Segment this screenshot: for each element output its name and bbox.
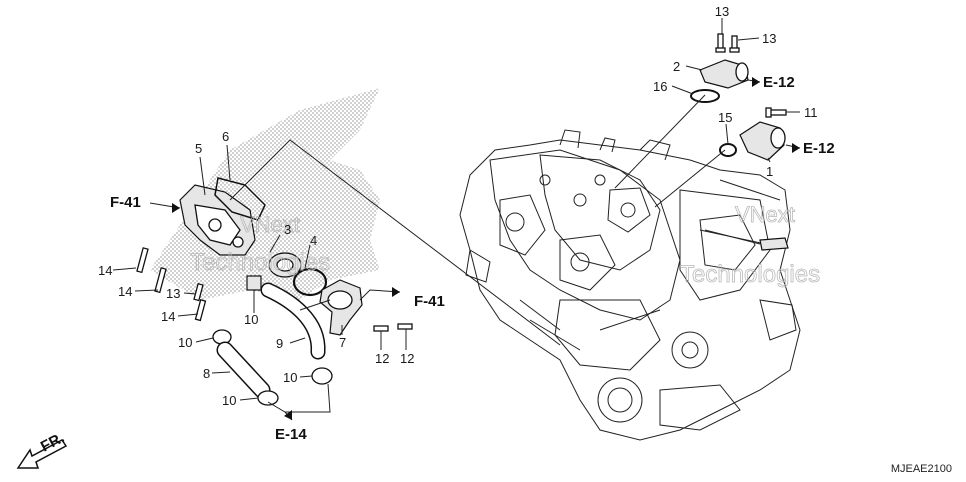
callout-5: 5 bbox=[195, 141, 202, 156]
watermark: VNext Technologies VNext Technologies bbox=[190, 202, 821, 289]
thermostat-cover-7 bbox=[319, 279, 363, 336]
callout-9: 9 bbox=[276, 336, 283, 351]
callout-10: 10 bbox=[244, 312, 258, 327]
callout-2: 2 bbox=[673, 59, 680, 74]
callout-11: 11 bbox=[804, 105, 818, 120]
callout-14: 14 bbox=[98, 263, 112, 278]
bolts-13-top bbox=[715, 33, 740, 53]
ref-e-12: E-12 bbox=[803, 140, 835, 157]
o-ring-4 bbox=[292, 267, 328, 297]
callout-10: 10 bbox=[283, 370, 297, 385]
callout-12: 12 bbox=[400, 351, 414, 366]
water-joint-15 bbox=[739, 121, 786, 161]
callout-12: 12 bbox=[375, 351, 389, 366]
callout-13: 13 bbox=[762, 31, 776, 46]
front-arrow-icon bbox=[16, 439, 68, 469]
callout-4: 4 bbox=[310, 233, 317, 248]
water-pipe-2 bbox=[699, 59, 749, 89]
diagram-code: MJEAE2100 bbox=[891, 463, 952, 475]
callouts: 13 13 2 16 11 15 1 6 5 3 4 14 14 13 14 1… bbox=[98, 4, 818, 408]
callout-3: 3 bbox=[284, 222, 291, 237]
leader-lines bbox=[112, 18, 801, 421]
o-ring-1 bbox=[719, 143, 737, 157]
thermostat-housing-5 bbox=[179, 184, 256, 256]
callout-6: 6 bbox=[222, 129, 229, 144]
callout-7: 7 bbox=[339, 335, 346, 350]
watermark-text: Technologies bbox=[680, 261, 820, 288]
callout-10: 10 bbox=[178, 335, 192, 350]
callout-16: 16 bbox=[653, 79, 667, 94]
callout-14: 14 bbox=[161, 309, 175, 324]
clamps-10-lower bbox=[257, 367, 333, 406]
ref-f-41: F-41 bbox=[110, 194, 141, 211]
thermostat-3 bbox=[268, 252, 302, 278]
stipple-shading bbox=[150, 88, 380, 300]
callout-8: 8 bbox=[203, 366, 210, 381]
ref-f-41: F-41 bbox=[414, 293, 445, 310]
sensor-right bbox=[759, 237, 789, 251]
clamp-10-upper bbox=[212, 275, 262, 345]
bolts-14-13 bbox=[136, 247, 207, 322]
callout-1: 1 bbox=[766, 164, 773, 179]
watermark-text: VNext bbox=[240, 212, 300, 237]
arrows bbox=[16, 77, 800, 469]
callout-10: 10 bbox=[222, 393, 236, 408]
callout-14: 14 bbox=[118, 284, 132, 299]
hose-9 bbox=[260, 282, 326, 360]
watermark-text: Technologies bbox=[190, 249, 330, 276]
hose-8 bbox=[216, 341, 271, 399]
ref-e-14: E-14 bbox=[275, 426, 307, 443]
callout-13: 13 bbox=[715, 4, 729, 19]
bolt-11 bbox=[765, 107, 787, 118]
o-ring-16 bbox=[690, 89, 720, 103]
ref-e-12: E-12 bbox=[763, 74, 795, 91]
callout-15: 15 bbox=[718, 110, 732, 125]
watermark-text: VNext bbox=[735, 202, 795, 227]
callout-13: 13 bbox=[166, 286, 180, 301]
